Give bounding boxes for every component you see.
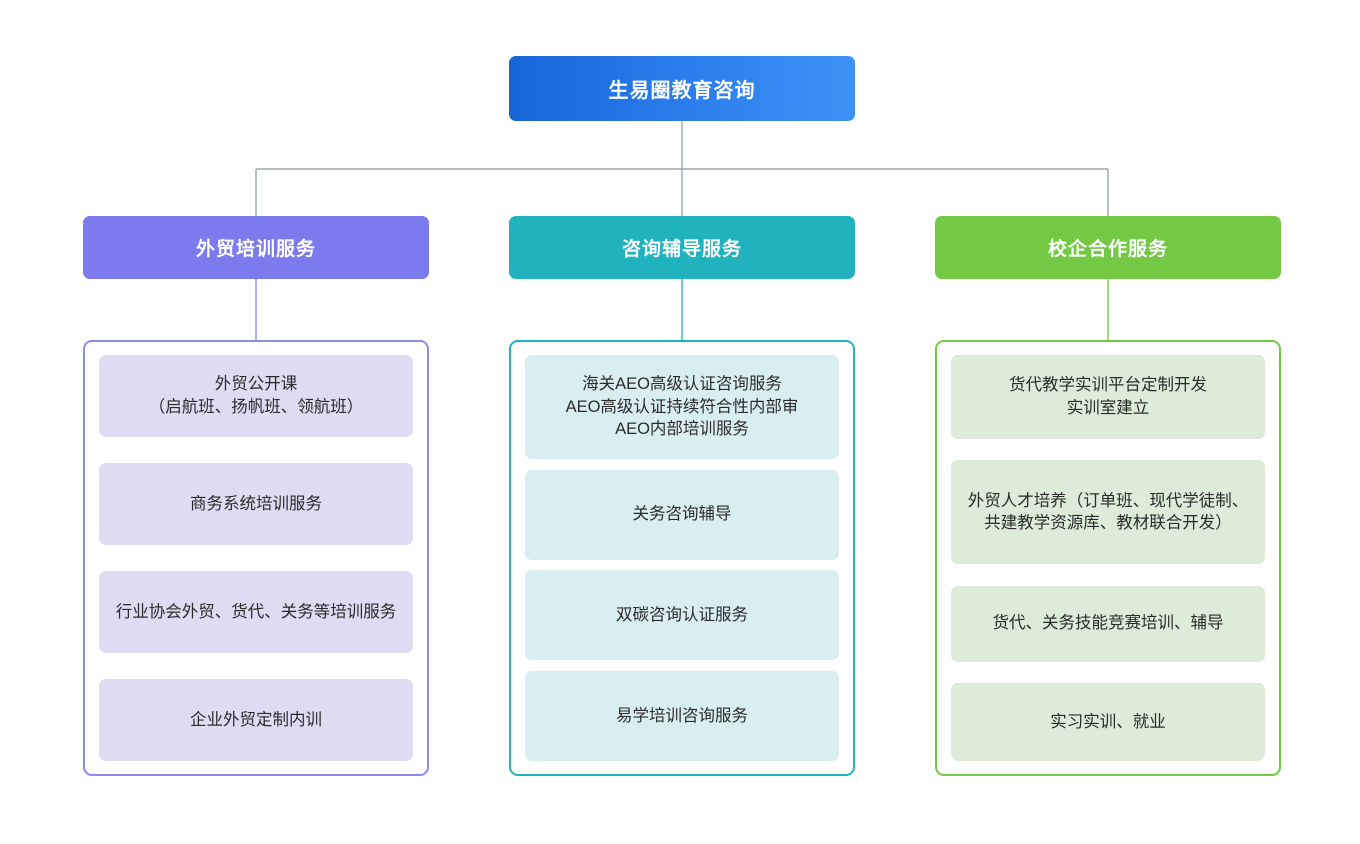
list-item[interactable]: 行业协会外贸、货代、关务等培训服务 xyxy=(99,571,413,653)
list-item[interactable]: 易学培训咨询服务 xyxy=(525,670,839,761)
list-item[interactable]: 双碳咨询认证服务 xyxy=(525,570,839,661)
list-item[interactable]: 企业外贸定制内训 xyxy=(99,679,413,761)
branch-column-foreign-trade-training: 外贸培训服务 xyxy=(83,216,429,279)
branch-column-consulting-tutoring: 咨询辅导服务 xyxy=(509,216,855,279)
branch-header-label: 外贸培训服务 xyxy=(195,239,316,260)
root-node-label: 生易圈教育咨询 xyxy=(608,80,756,102)
branch-header-consulting-tutoring[interactable]: 咨询辅导服务 xyxy=(509,216,855,279)
list-item[interactable]: 关务咨询辅导 xyxy=(525,469,839,560)
root-node[interactable]: 生易圈教育咨询 xyxy=(509,56,855,121)
list-item[interactable]: 货代、关务技能竞赛培训、辅导 xyxy=(951,585,1265,662)
branch-header-foreign-trade-training[interactable]: 外贸培训服务 xyxy=(83,216,429,279)
list-item[interactable]: 外贸公开课 （启航班、扬帆班、领航班） xyxy=(99,355,413,437)
branch-header-label: 咨询辅导服务 xyxy=(621,239,742,260)
list-item[interactable]: 海关AEO高级认证咨询服务 AEO高级认证持续符合性内部审 AEO内部培训服务 xyxy=(525,355,839,459)
branch-header-label: 校企合作服务 xyxy=(1047,239,1168,260)
branch-header-school-enterprise-cooperation[interactable]: 校企合作服务 xyxy=(935,216,1281,279)
branch-column-school-enterprise-cooperation: 校企合作服务 xyxy=(935,216,1281,279)
list-item[interactable]: 实习实训、就业 xyxy=(951,682,1265,761)
list-item[interactable]: 外贸人才培养（订单班、现代学徒制、共建教学资源库、教材联合开发） xyxy=(951,460,1265,565)
items-panel-consulting-tutoring: 海关AEO高级认证咨询服务 AEO高级认证持续符合性内部审 AEO内部培训服务 … xyxy=(509,340,855,776)
items-panel-school-enterprise-cooperation: 货代教学实训平台定制开发 实训室建立 外贸人才培养（订单班、现代学徒制、共建教学… xyxy=(935,340,1281,776)
list-item[interactable]: 货代教学实训平台定制开发 实训室建立 xyxy=(951,355,1265,439)
items-panel-foreign-trade-training: 外贸公开课 （启航班、扬帆班、领航班） 商务系统培训服务 行业协会外贸、货代、关… xyxy=(83,340,429,776)
list-item[interactable]: 商务系统培训服务 xyxy=(99,463,413,545)
